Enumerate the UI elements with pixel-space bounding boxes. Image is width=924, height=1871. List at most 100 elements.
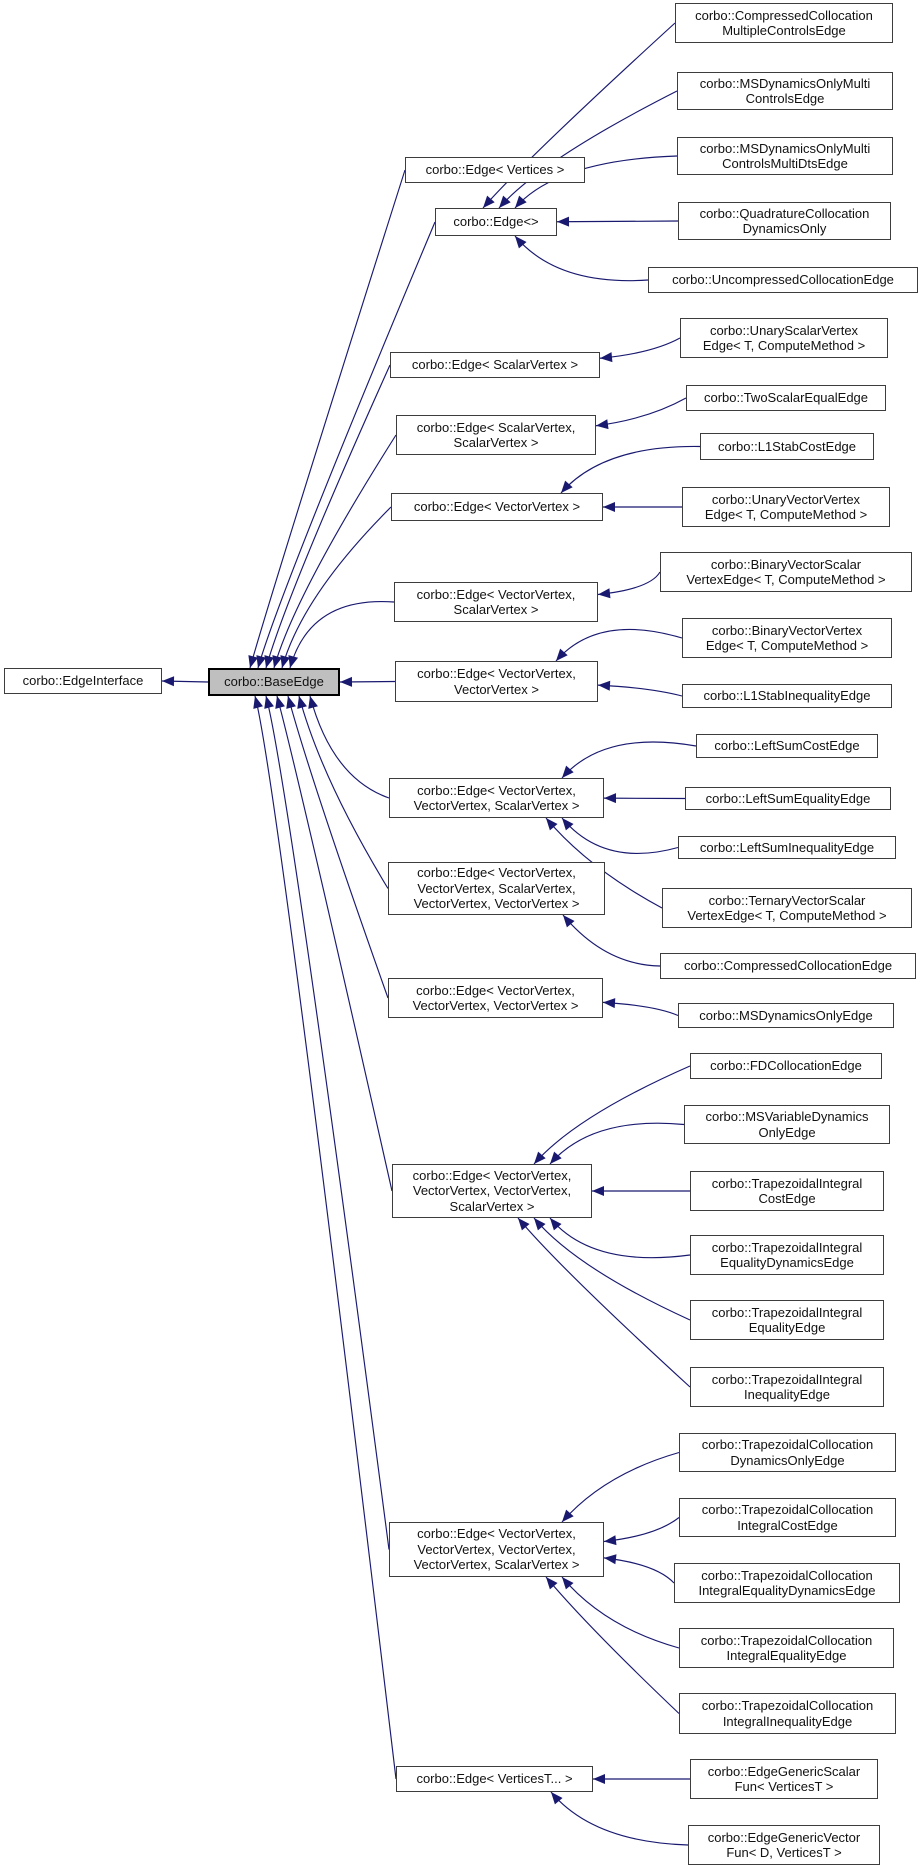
class-node-label: VectorVertex, VectorVertex > [412,998,579,1013]
class-node-label: corbo::CompressedCollocation [695,7,873,23]
inheritance-arrow [514,235,649,282]
class-node-compressed-collocation-edge[interactable]: corbo::CompressedCollocationEdge [660,953,916,979]
class-node-l1-stab-inequality-edge[interactable]: corbo::L1StabInequalityEdge [682,684,892,708]
class-node-label: VectorVertex, ScalarVertex > [413,798,580,813]
class-node-edge-vector2-scalar[interactable]: corbo::Edge< VectorVertex,VectorVertex, … [389,778,604,818]
class-node-edge-variadic[interactable]: corbo::Edge< VerticesT... > [396,1766,593,1792]
class-node-label: IntegralEqualityEdge [726,1648,847,1663]
class-node-label: ScalarVertex > [453,602,539,617]
class-node-edge-interface[interactable]: corbo::EdgeInterface [4,668,162,694]
class-node-label: corbo::TrapezoidalIntegral [711,1239,863,1255]
class-node-label: corbo::UncompressedCollocationEdge [672,272,894,288]
class-node-label: corbo::TrapezoidalCollocation [700,1632,873,1648]
class-node-label: VertexEdge< T, ComputeMethod > [686,572,886,587]
inheritance-arrow [599,337,681,363]
class-node-label: corbo::L1StabCostEdge [717,438,857,454]
class-node-label: VectorVertex, ScalarVertex > [413,1557,580,1573]
class-node-left-sum-equality-edge[interactable]: corbo::LeftSumEqualityEdge [685,787,891,810]
class-node-label: InequalityEdge [743,1387,830,1402]
class-node-label: OnlyEdge [758,1124,816,1140]
class-node-edge-vector3-scalar[interactable]: corbo::Edge< VectorVertex,VectorVertex, … [392,1164,592,1218]
class-node-ms-dynamics-only-edge[interactable]: corbo::MSDynamicsOnlyEdge [678,1003,894,1028]
class-node-label: IntegralEqualityDynamicsEdge [698,1583,876,1598]
inheritance-arrow [498,90,678,209]
class-node-label: corbo::BinaryVectorVertex [711,622,863,638]
class-node-label: corbo::Edge< Vertices > [425,162,565,178]
class-node-label: VectorVertex, VectorVertex > [413,896,580,912]
class-node-l1-stab-cost-edge[interactable]: corbo::L1StabCostEdge [700,433,874,460]
inheritance-arrow [597,680,683,697]
class-node-edge-vector[interactable]: corbo::Edge< VectorVertex > [391,493,603,521]
class-node-two-scalar-equal-edge[interactable]: corbo::TwoScalarEqualEdge [686,385,886,411]
inheritance-arrow [597,571,661,599]
class-node-label: corbo::Edge< VerticesT... > [416,1771,573,1787]
class-node-edge-vector3[interactable]: corbo::Edge< VectorVertex,VectorVertex, … [388,978,603,1018]
inheritance-arrow [286,695,389,999]
class-node-label: corbo::Edge< ScalarVertex > [411,357,579,373]
inheritance-arrow [561,1451,680,1523]
class-node-label: corbo::LeftSumEqualityEdge [705,790,871,806]
inheritance-arrow [297,695,389,889]
class-node-label: Fun< VerticesT > [734,1779,834,1794]
inheritance-arrow [288,600,395,669]
class-node-label: ControlsEdge [745,91,825,106]
class-node-label: corbo::BinaryVectorScalar [710,556,862,572]
class-node-label: corbo::EdgeGenericVector [707,1829,861,1845]
inheritance-arrow [533,1065,691,1165]
inheritance-arrow [482,22,676,209]
class-node-base-edge[interactable]: corbo::BaseEdge [208,668,340,696]
inheritance-arrow [308,695,390,799]
class-node-edge-vector-vector[interactable]: corbo::Edge< VectorVertex,VectorVertex > [395,661,598,702]
class-node-left-sum-inequality-edge[interactable]: corbo::LeftSumInequalityEdge [678,836,896,859]
class-node-left-sum-cost-edge[interactable]: corbo::LeftSumCostEdge [696,734,878,758]
class-node-edge-vector2-scalar-vector2[interactable]: corbo::Edge< VectorVertex,VectorVertex, … [388,862,605,915]
inheritance-arrow [550,1791,689,1846]
class-node-label: IntegralInequalityEdge [722,1713,853,1729]
class-node-label: corbo::Edge<> [453,214,539,230]
class-node-edge-vertices[interactable]: corbo::Edge< Vertices > [405,157,585,183]
class-node-label: corbo::LeftSumCostEdge [714,738,860,754]
class-node-edge-empty[interactable]: corbo::Edge<> [435,208,557,236]
class-node-edge-vector4-scalar[interactable]: corbo::Edge< VectorVertex,VectorVertex, … [389,1522,604,1577]
class-node-label: VectorVertex, VectorVertex, [412,1183,572,1199]
class-node-edge-vector-scalar[interactable]: corbo::Edge< VectorVertex,ScalarVertex > [394,582,598,622]
inheritance-arrow [562,914,661,967]
class-node-label: corbo::TrapezoidalIntegral [711,1371,863,1387]
class-node-label: EqualityDynamicsEdge [720,1255,854,1270]
class-node-edge-scalar-scalar[interactable]: corbo::Edge< ScalarVertex,ScalarVertex > [396,415,596,455]
class-node-label: corbo::Edge< VectorVertex, [416,982,575,998]
inheritance-arrow [602,998,679,1017]
class-node-label: Fun< D, VerticesT > [726,1845,842,1860]
class-node-fd-collocation-edge[interactable]: corbo::FDCollocationEdge [690,1053,882,1079]
class-node-uncompressed-collocation-edge[interactable]: corbo::UncompressedCollocationEdge [648,267,918,293]
class-node-label: corbo::Edge< ScalarVertex, [416,419,576,435]
class-node-label: corbo::EdgeGenericScalar [707,1763,861,1779]
inheritance-arrow [280,506,392,669]
class-node-edge-scalar[interactable]: corbo::Edge< ScalarVertex > [390,352,600,378]
inheritance-arrow [275,695,393,1192]
inheritance-arrow [545,1576,680,1714]
